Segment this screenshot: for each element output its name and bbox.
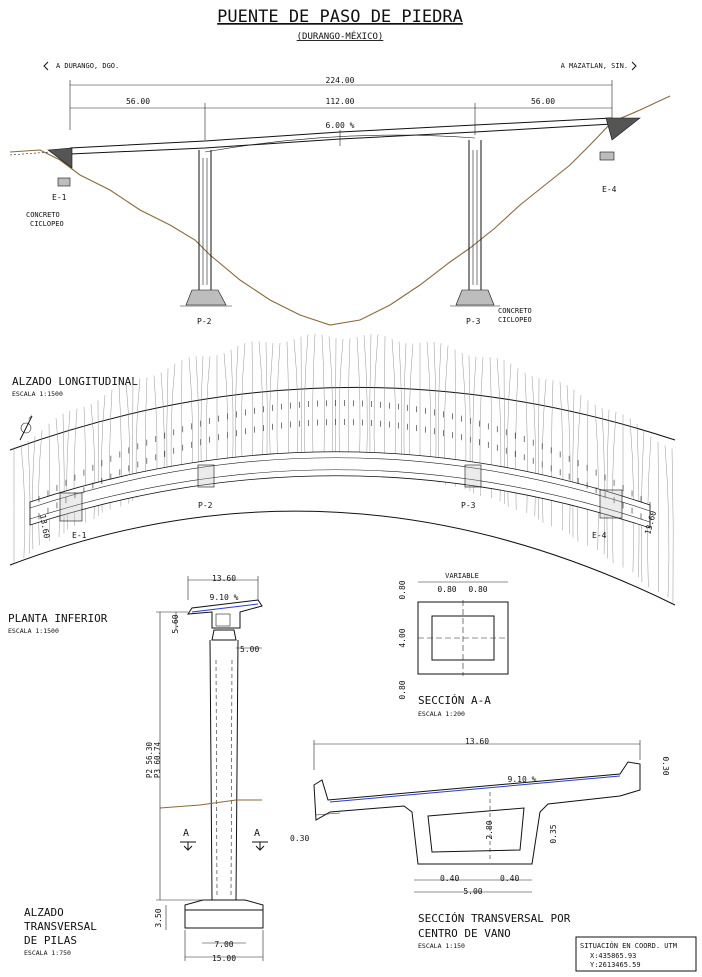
pier-p2 — [180, 150, 232, 307]
pier-elevation-title-3: DE PILAS — [24, 934, 77, 947]
pier-footing-inner: 7.00 — [214, 940, 233, 949]
plan-scale: ESCALA 1:1500 — [8, 627, 59, 635]
longitudinal-elevation: A DURANGO, DGO. A MAZATLAN, SIN. 224.00 … — [9, 61, 671, 398]
terrain-profile — [9, 95, 671, 326]
section-aa: VARIABLE 0.80 0.80 0.80 4.00 0.80 SECCIÓ… — [398, 572, 509, 718]
railing-hatch — [29, 400, 651, 525]
pier-elevation-title-1: ALZADO — [24, 906, 64, 919]
north-arrow-icon — [19, 414, 33, 441]
cross-slope: 9.10 % — [508, 775, 537, 784]
plan-view: 13.60 13.60 E-1 P-2 P-3 E-4 — [9, 333, 676, 606]
span-center-dim: 112.00 — [326, 97, 355, 106]
cross-section-title-2: CENTRO DE VANO — [418, 927, 511, 940]
pier-elevation-scale: ESCALA 1:750 — [24, 949, 71, 957]
cross-web-left: 0.40 — [440, 874, 459, 883]
arrow-left-icon — [43, 61, 49, 71]
cross-section-scale: ESCALA 1:150 — [418, 942, 465, 950]
section-aa-height: 4.00 — [398, 628, 407, 647]
cross-cantilever: 0.30 — [290, 834, 309, 843]
pier-height-p2: P2 56.30 — [145, 741, 154, 778]
plan-label-p2: P-2 — [198, 501, 213, 510]
arrow-right-icon — [631, 61, 637, 71]
abutment-e4-label: E-4 — [602, 185, 617, 194]
section-aa-w1: 0.80 — [437, 585, 456, 594]
cross-box-width: 5.00 — [463, 887, 482, 896]
plan-label-e4: E-4 — [592, 531, 607, 540]
utm-x: X:435865.93 — [590, 952, 636, 960]
plan-title: PLANTA INFERIOR — [8, 612, 108, 625]
topo-boundary-top — [9, 386, 676, 451]
cross-width: 13.60 — [465, 737, 489, 746]
abutment-left — [47, 147, 73, 169]
pier-shaft-width: 5.00 — [240, 645, 259, 654]
cross-bottom-slab: 0.35 — [549, 824, 558, 843]
plan-label-p3: P-3 — [461, 501, 476, 510]
elevation-title: ALZADO LONGITUDINAL — [12, 375, 138, 388]
total-length-dim: 224.00 — [326, 76, 355, 85]
section-aa-top: 0.80 — [398, 580, 407, 599]
direction-right-label: A MAZATLAN, SIN. — [561, 62, 628, 70]
pier-transverse-elevation: 13.60 9.10 % 5.00 5.60 P2 56.30 P3 60.74… — [145, 574, 268, 963]
span-left-dim: 56.00 — [126, 97, 150, 106]
section-aa-variable: VARIABLE — [445, 572, 479, 580]
section-aa-bottom: 0.80 — [398, 680, 407, 699]
pier-deck-width: 13.60 — [212, 574, 236, 583]
pier-p2-label: P-2 — [197, 317, 212, 326]
pier-height-p3: P3 60.74 — [153, 741, 162, 778]
cross-section-title-1: SECCIÓN TRANSVERSAL POR — [418, 912, 571, 925]
concrete-note-right-1: CONCRETO — [498, 307, 532, 315]
pier-p3-label: P-3 — [466, 317, 481, 326]
pier-footing-height: 3.50 — [154, 908, 163, 927]
span-right-dim: 56.00 — [531, 97, 555, 106]
plan-label-e1: E-1 — [72, 531, 87, 540]
section-aa-w2: 0.80 — [468, 585, 487, 594]
plan-width-left: 13.60 — [38, 514, 51, 539]
section-aa-scale: ESCALA 1:200 — [418, 710, 465, 718]
cross-web-right: 0.40 — [500, 874, 519, 883]
deck-slope-label: 6.00 % — [326, 121, 355, 130]
utm-title: SITUACIÓN EN COORD. UTM — [580, 941, 677, 950]
concrete-note-right-2: CICLOPEO — [498, 316, 532, 324]
cross-web-height: 2.80 — [485, 820, 494, 839]
pier-p3 — [450, 140, 500, 307]
cross-section-midspan: 13.60 9.10 % 0.30 0.30 2.80 0.35 0.40 0.… — [290, 737, 670, 950]
utm-location-box: SITUACIÓN EN COORD. UTM X:435865.93 Y:26… — [575, 936, 697, 972]
pier-slope: 9.10 % — [210, 593, 239, 602]
elevation-scale: ESCALA 1:1500 — [12, 390, 63, 398]
pier-elevation-title-2: TRANSVERSAL — [24, 920, 97, 933]
abutment-e1-label: E-1 — [52, 193, 67, 202]
cross-rail: 0.30 — [661, 756, 670, 775]
abutment-right — [605, 117, 641, 141]
cut-a-left: A — [183, 828, 189, 839]
sheet-title: PUENTE DE PASO DE PIEDRA — [217, 7, 463, 27]
sheet-subtitle: (DURANGO-MÉXICO) — [297, 30, 384, 42]
topo-boundary-bottom — [9, 510, 676, 606]
pier-footing-width: 15.00 — [212, 954, 236, 963]
section-aa-title: SECCIÓN A-A — [418, 694, 491, 707]
concrete-note-left-2: CICLOPEO — [30, 220, 64, 228]
road-band — [29, 451, 651, 529]
pier-cap-height: 5.60 — [171, 614, 180, 633]
cut-a-right: A — [254, 828, 260, 839]
utm-y: Y:2613465.59 — [590, 961, 641, 969]
direction-left-label: A DURANGO, DGO. — [56, 62, 119, 70]
concrete-note-left-1: CONCRETO — [26, 211, 60, 219]
